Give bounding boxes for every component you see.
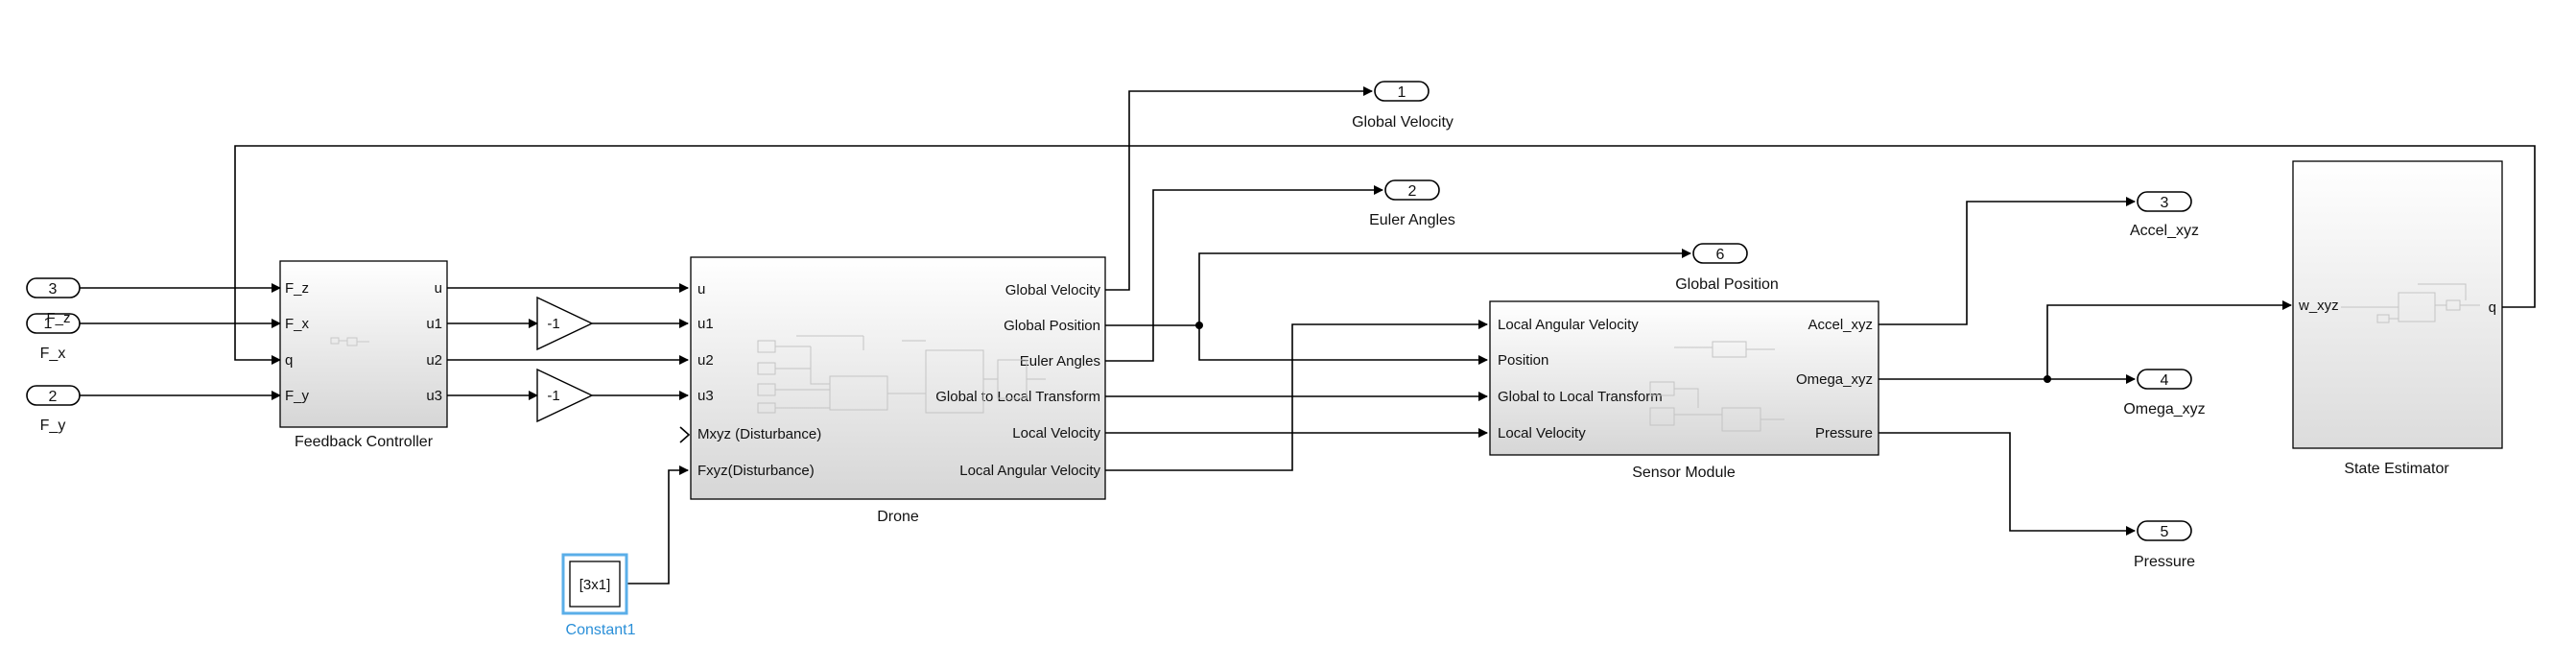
- svg-text:u: u: [435, 280, 442, 297]
- drone-preview-icon: [757, 335, 1046, 414]
- svg-text:F_y: F_y: [40, 418, 66, 434]
- signal-gpos-to-outport6[interactable]: [1198, 249, 1691, 325]
- svg-text:Local Angular Velocity: Local Angular Velocity: [959, 463, 1100, 479]
- svg-text:Global Velocity: Global Velocity: [1005, 282, 1101, 298]
- svg-text:F_z: F_z: [285, 280, 309, 297]
- inport-1[interactable]: 1 F_z F_x: [26, 310, 81, 362]
- svg-text:F_x: F_x: [285, 316, 310, 332]
- inport-2[interactable]: 2 F_y: [26, 385, 81, 434]
- svg-text:u3: u3: [426, 388, 442, 404]
- gain-block-1[interactable]: -1: [536, 296, 594, 351]
- svg-text:u3: u3: [697, 388, 714, 404]
- svg-text:Global to Local Transform: Global to Local Transform: [935, 389, 1100, 405]
- svg-text:2: 2: [1408, 183, 1417, 200]
- svg-text:3: 3: [2161, 195, 2169, 211]
- svg-text:1: 1: [1398, 84, 1406, 101]
- svg-text:Omega_xyz: Omega_xyz: [1796, 371, 1873, 388]
- svg-text:Mxyz (Disturbance): Mxyz (Disturbance): [697, 426, 821, 442]
- gain-block-2[interactable]: -1: [536, 368, 594, 423]
- signal-accel[interactable]: [1879, 197, 2136, 325]
- drone-block[interactable]: u u1 u2 u3 Mxyz (Disturbance) Fxyz(Distu…: [690, 256, 1106, 500]
- svg-text:u2: u2: [426, 352, 442, 369]
- outport-2[interactable]: 2: [1384, 179, 1440, 201]
- branch-point: [1195, 322, 1203, 329]
- outport-4[interactable]: 4: [2137, 369, 2192, 390]
- controller-preview-icon: [330, 337, 369, 346]
- svg-text:[3x1]: [3x1]: [579, 577, 611, 593]
- state-estimator-block[interactable]: w_xyz q: [2292, 160, 2503, 449]
- svg-text:F_z: F_z: [46, 310, 70, 326]
- svg-text:5: 5: [2161, 524, 2169, 540]
- outport-1[interactable]: 1: [1374, 81, 1430, 102]
- signal-q-feedback[interactable]: [234, 145, 2536, 365]
- signal-constant-to-drone[interactable]: [626, 465, 689, 584]
- constant-label: Constant1: [566, 622, 636, 638]
- signal-local-angular-velocity[interactable]: [1105, 320, 1488, 471]
- svg-text:w_xyz: w_xyz: [2298, 298, 2339, 314]
- signal-gpos-to-sensor[interactable]: [1198, 325, 1488, 365]
- sensor-module-label: Sensor Module: [1632, 465, 1736, 481]
- outport-6[interactable]: 6: [1692, 243, 1748, 264]
- outport-1-label: Global Velocity: [1352, 114, 1453, 131]
- branch-point: [2044, 375, 2051, 383]
- outport-5-label: Pressure: [2134, 554, 2195, 570]
- svg-text:u1: u1: [697, 316, 714, 332]
- svg-text:Local Angular Velocity: Local Angular Velocity: [1498, 317, 1639, 333]
- svg-text:u2: u2: [697, 352, 714, 369]
- outport-3[interactable]: 3: [2137, 191, 2192, 212]
- svg-text:3: 3: [49, 281, 58, 298]
- feedback-controller-block[interactable]: F_z F_x q F_y u u1 u2 u3: [279, 260, 448, 428]
- inport-3[interactable]: 3: [26, 277, 81, 298]
- outport-4-label: Omega_xyz: [2123, 401, 2205, 418]
- signal-lines: [80, 86, 2536, 584]
- svg-text:1: 1: [44, 316, 53, 332]
- svg-text:u1: u1: [426, 316, 442, 332]
- outport-5[interactable]: 5: [2137, 520, 2192, 541]
- svg-text:Euler Angles: Euler Angles: [1020, 353, 1100, 370]
- outport-2-label: Euler Angles: [1369, 212, 1455, 228]
- svg-text:F_y: F_y: [285, 388, 310, 404]
- sensor-preview-icon: [1649, 341, 1784, 432]
- svg-text:6: 6: [1716, 247, 1725, 263]
- signal-euler-angles[interactable]: [1105, 185, 1383, 362]
- svg-text:Local Velocity: Local Velocity: [1498, 425, 1586, 441]
- svg-text:q: q: [2489, 299, 2496, 316]
- outport-3-label: Accel_xyz: [2130, 223, 2199, 239]
- svg-text:4: 4: [2161, 372, 2169, 389]
- constant-block[interactable]: [3x1]: [561, 553, 628, 615]
- svg-text:Global Position: Global Position: [1004, 318, 1100, 334]
- signal-global-velocity[interactable]: [1105, 86, 1373, 291]
- svg-text:Global to Local Transform: Global to Local Transform: [1498, 389, 1663, 405]
- signal-pressure[interactable]: [1879, 432, 2136, 536]
- svg-text:Fxyz(Disturbance): Fxyz(Disturbance): [697, 463, 815, 479]
- svg-text:Local Velocity: Local Velocity: [1012, 425, 1100, 441]
- outport-6-label: Global Position: [1675, 276, 1779, 293]
- signal-omega-to-estimator[interactable]: [2046, 300, 2292, 379]
- state-estimator-label: State Estimator: [2344, 461, 2449, 477]
- svg-text:2: 2: [49, 389, 58, 405]
- svg-text:Accel_xyz: Accel_xyz: [1808, 317, 1873, 333]
- svg-text:u: u: [697, 281, 705, 298]
- estimator-preview-icon: [2341, 283, 2480, 323]
- svg-text:-1: -1: [547, 388, 559, 404]
- svg-text:-1: -1: [547, 316, 559, 332]
- mxyz-port-chevron: [679, 426, 691, 443]
- svg-text:Position: Position: [1498, 352, 1548, 369]
- sensor-module-block[interactable]: Local Angular Velocity Position Global t…: [1489, 300, 1879, 456]
- svg-text:Pressure: Pressure: [1815, 425, 1873, 441]
- drone-label: Drone: [877, 509, 919, 525]
- svg-text:q: q: [285, 352, 293, 369]
- feedback-controller-label: Feedback Controller: [295, 434, 434, 450]
- svg-text:F_x: F_x: [40, 346, 66, 362]
